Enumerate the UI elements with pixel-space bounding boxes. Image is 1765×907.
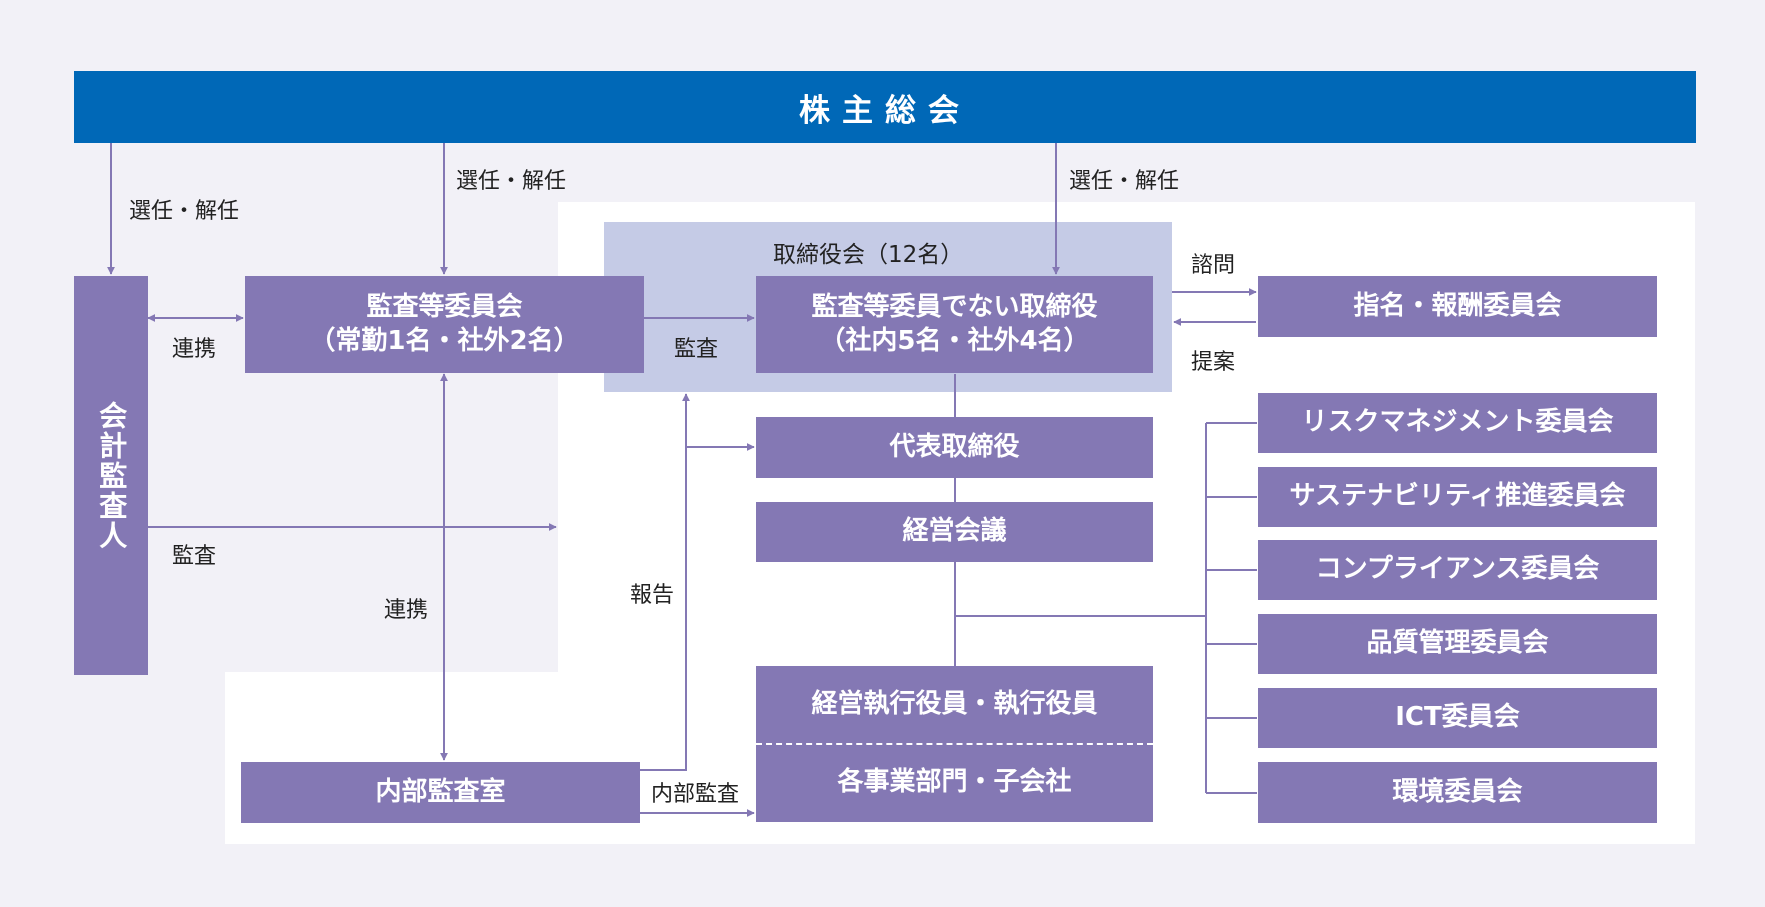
shareholders-meeting: 株主総会 xyxy=(74,71,1696,143)
label-consult: 諮問 xyxy=(1191,253,1236,278)
committee-ict: ICT委員会 xyxy=(1258,688,1657,748)
accounting-auditor-box: 会計監査人 xyxy=(74,276,148,675)
accounting-auditor-label: 会計監査人 xyxy=(95,400,129,551)
label-audit-auditor: 監査 xyxy=(172,544,217,569)
directors-line1: 監査等委員でない取締役 xyxy=(811,291,1098,322)
executives-label: 経営執行役員・執行役員 xyxy=(811,689,1098,720)
nomination-committee-box: 指名・報酬委員会 xyxy=(1258,276,1657,337)
executives-divider xyxy=(756,743,1153,745)
management-meeting-label: 経営会議 xyxy=(902,516,1007,547)
divisions-box: 各事業部門・子会社 xyxy=(756,744,1153,822)
committee-label: コンプライアンス委員会 xyxy=(1315,554,1600,585)
committee-sustainability: サステナビリティ推進委員会 xyxy=(1258,467,1657,527)
representative-director-box: 代表取締役 xyxy=(756,417,1153,478)
committee-compliance: コンプライアンス委員会 xyxy=(1258,540,1657,600)
internal-audit-label: 内部監査室 xyxy=(375,776,506,807)
committee-label: ICT委員会 xyxy=(1395,702,1520,733)
committee-label: サステナビリティ推進委員会 xyxy=(1289,481,1626,512)
label-elect-directors: 選任・解任 xyxy=(1069,169,1180,194)
audit-committee-line1: 監査等委員会 xyxy=(366,291,523,322)
label-internal-audit: 内部監査 xyxy=(651,782,740,807)
nomination-committee-label: 指名・報酬委員会 xyxy=(1353,290,1562,321)
audit-committee-line2: （常勤1名・社外2名） xyxy=(309,325,580,356)
label-coop-auditor: 連携 xyxy=(172,337,217,362)
committee-risk-management: リスクマネジメント委員会 xyxy=(1258,393,1657,453)
directors-line2: （社内5名・社外4名） xyxy=(819,325,1090,356)
divisions-label: 各事業部門・子会社 xyxy=(837,767,1072,798)
committee-label: 品質管理委員会 xyxy=(1366,628,1549,659)
label-propose: 提案 xyxy=(1191,350,1236,375)
arrow-report xyxy=(640,393,690,771)
board-label: 取締役会（12名） xyxy=(773,242,964,268)
executives-box: 経営執行役員・執行役員 xyxy=(756,666,1153,744)
audit-committee-box: 監査等委員会 （常勤1名・社外2名） xyxy=(245,276,644,373)
internal-audit-box: 内部監査室 xyxy=(241,762,640,823)
committee-quality-management: 品質管理委員会 xyxy=(1258,614,1657,674)
representative-director-label: 代表取締役 xyxy=(889,431,1020,462)
label-elect-committee: 選任・解任 xyxy=(456,169,567,194)
directors-box: 監査等委員でない取締役 （社内5名・社外4名） xyxy=(756,276,1153,373)
label-elect-auditor: 選任・解任 xyxy=(129,199,240,224)
label-report: 報告 xyxy=(630,583,675,608)
committee-environment: 環境委員会 xyxy=(1258,762,1657,823)
management-meeting-box: 経営会議 xyxy=(756,502,1153,562)
committee-label: リスクマネジメント委員会 xyxy=(1301,407,1614,438)
shareholders-meeting-title: 株主総会 xyxy=(799,92,971,129)
label-coop-internal: 連携 xyxy=(384,598,429,623)
committee-label: 環境委員会 xyxy=(1392,776,1523,807)
label-audit-committee: 監査 xyxy=(674,337,719,362)
